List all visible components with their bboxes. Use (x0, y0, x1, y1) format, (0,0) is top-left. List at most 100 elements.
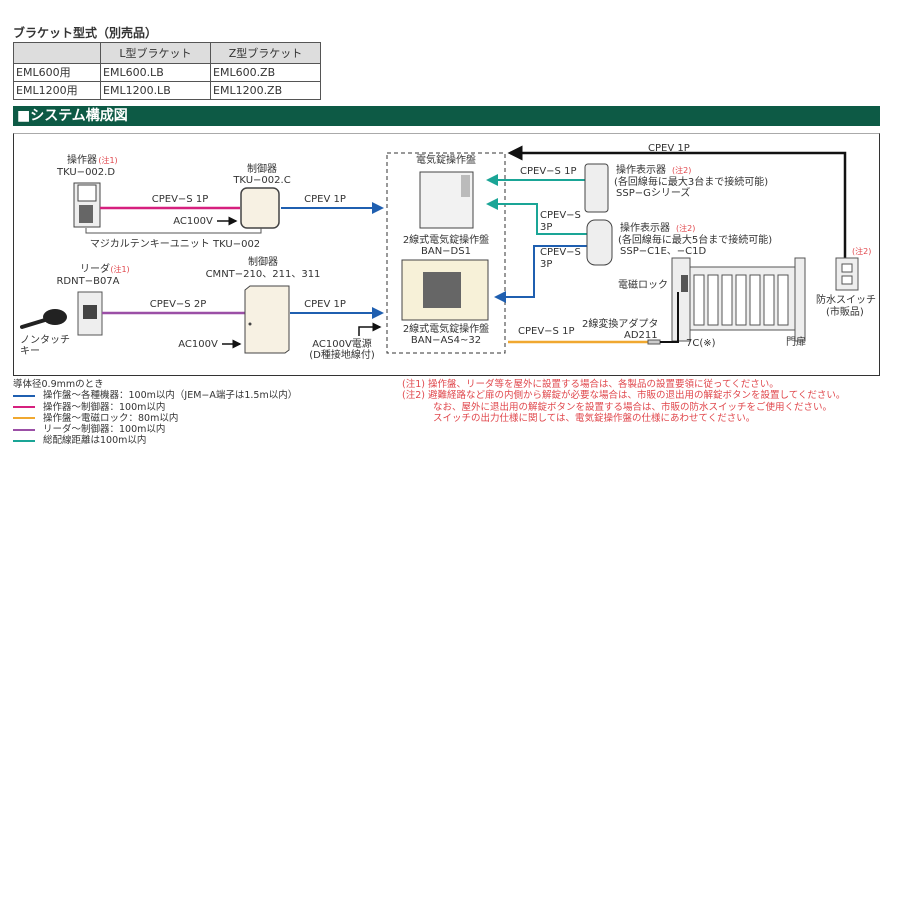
cable-black (507, 145, 847, 258)
gate-icon (671, 257, 806, 342)
key-label-2: キー (20, 346, 40, 357)
legend-title: 導体径0.9mmのとき (13, 379, 104, 390)
table-header: Z型ブラケット (210, 42, 321, 64)
ssp-c-icon (586, 219, 613, 266)
panel2-label-2: BAN−AS4~32 (411, 335, 481, 346)
ssp-g-icon (584, 163, 609, 213)
table-cell: EML600.ZB (210, 63, 321, 82)
table-cell: EML1200.LB (100, 81, 211, 100)
legend-swatch-purple (13, 428, 35, 431)
ssp-g-name: 操作表示器 (616, 163, 666, 176)
legend-item: 操作器〜制御器：100m以内 (13, 402, 297, 413)
non-touch-key-icon (20, 309, 67, 329)
cable-purple-label: CPEV−S 2P (150, 299, 206, 310)
ssp-g-note: (注2) (672, 165, 691, 175)
panel-ban-as-icon (401, 259, 489, 321)
ssp-c-note: (注2) (676, 223, 695, 233)
legend-text: 操作盤〜電磁ロック：80m以内 (43, 412, 179, 424)
ssp-g-desc: (各回線毎に最大3台まで接続可能) (614, 175, 768, 188)
panel1-label-2: BAN−DS1 (421, 246, 471, 257)
gate-label: 門扉 (786, 335, 806, 348)
tku-c-model: TKU−002.C (232, 175, 290, 186)
legend-text: 総配線距離は100m以内 (43, 435, 147, 447)
cable-black-label: CPEV 1P (648, 143, 690, 154)
tku-d-model: TKU−002.D (56, 167, 115, 178)
legend-text: 操作盤〜各種機器：100m以内（JEM−A端子は1.5m以内） (43, 390, 298, 402)
tku-d-name: 操作器 (67, 153, 97, 166)
legend-item: 操作盤〜電磁ロック：80m以内 (13, 413, 297, 424)
maglock-label: 電磁ロック (618, 278, 668, 291)
controller-tku-c-icon (240, 187, 280, 229)
teal3p-label-1: CPEV−S (540, 210, 581, 221)
unit-label: マジカルテンキーユニット TKU−002 (90, 238, 260, 250)
key-label-1: ノンタッチ (20, 334, 70, 346)
panel2-label-1: 2線式電気錠操作盤 (403, 322, 489, 335)
keypad-icon (73, 182, 101, 228)
cable-blue-1-label: CPEV 1P (304, 194, 346, 205)
panel-group-box (386, 152, 506, 354)
switch-name: 防水スイッチ (816, 293, 876, 306)
reader-note: (注1) (110, 264, 129, 274)
legend-item: 総配線距離は100m以内 (13, 435, 297, 446)
magnetic-lock-icon (681, 275, 688, 292)
legend-swatch-blue (13, 394, 35, 397)
switch-sub: (市販品) (826, 305, 864, 318)
bracket-table: L型ブラケット Z型ブラケット EML600用 EML600.LB EML600… (13, 42, 321, 100)
cmnt-name: 制御器 (248, 255, 278, 268)
reader-model: RDNT−B07A (56, 276, 119, 287)
note-2-line-2: なお、屋外に退出用の解錠ボタンを設置する場合は、市販の防水スイッチをご使用くださ… (433, 401, 833, 413)
bracket-title: ブラケット型式（別売品） (13, 26, 158, 40)
cable-teal-2 (486, 198, 587, 235)
unit-bracket (85, 228, 262, 234)
tku-d-note: (注1) (98, 155, 117, 165)
legend-item: リーダ〜制御器：100m以内 (13, 424, 297, 435)
legend-text: 操作器〜制御器：100m以内 (43, 401, 166, 413)
panel-group-label: 電気錠操作盤 (416, 153, 476, 166)
ssp-g-model: SSP−Gシリーズ (616, 186, 690, 199)
controller-cmnt-icon (244, 285, 290, 354)
legend: 導体径0.9mmのとき 操作盤〜各種機器：100m以内（JEM−A端子は1.5m… (13, 379, 297, 447)
switch-note: (注2) (852, 246, 871, 256)
table-row: EML1200用 EML1200.LB EML1200.ZB (13, 81, 321, 100)
ssp-c-name: 操作表示器 (620, 221, 670, 234)
table-header: L型ブラケット (100, 42, 211, 64)
reader-name: リーダ (80, 262, 110, 275)
adapter-label-2: AD211 (624, 330, 658, 341)
cable-orange-label: CPEV−S 1P (518, 326, 574, 337)
tku-c-name: 制御器 (247, 162, 277, 175)
diagram-frame (13, 133, 880, 376)
cable-blue-3 (494, 245, 587, 303)
table-header-row: L型ブラケット Z型ブラケット (13, 42, 321, 64)
wire-7c (660, 292, 679, 343)
ssp-c-model: SSP−C1E、−C1D (620, 246, 706, 257)
power-label-1: AC100V電源 (312, 337, 372, 350)
section-title: ■システム構成図 (13, 106, 880, 126)
panel1-label-1: 2線式電気錠操作盤 (403, 233, 489, 246)
legend-swatch-pink (13, 406, 35, 409)
cable-pink-label: CPEV−S 1P (152, 194, 208, 205)
notes: (注1) 操作盤、リーダ等を屋外に設置する場合は、各製品の設置要領に従ってくださ… (402, 379, 845, 424)
table-cell: EML1200.ZB (210, 81, 321, 100)
panel-ban-ds1-icon (419, 171, 474, 229)
blue3p-label-1: CPEV−S (540, 247, 581, 258)
table-cell: EML1200用 (13, 81, 101, 100)
table-header (13, 42, 101, 64)
ssp-c-desc: (各回線毎に最大5台まで接続可能) (618, 233, 772, 246)
legend-item: 操作盤〜各種機器：100m以内（JEM−A端子は1.5m以内） (13, 390, 297, 401)
adapter-label-1: 2線変換アダプタ (582, 317, 658, 330)
blue3p-label-2: 3P (540, 259, 552, 270)
legend-swatch-teal (13, 439, 35, 442)
legend-text: リーダ〜制御器：100m以内 (43, 424, 166, 436)
cmnt-model: CMNT−210、211、311 (206, 269, 321, 280)
legend-swatch-orange (13, 417, 35, 420)
waterproof-switch-icon (835, 257, 859, 291)
note-1: (注1) 操作盤、リーダ等を屋外に設置する場合は、各製品の設置要領に従ってくださ… (402, 379, 779, 390)
note-2: (注2) 避難経路など扉の内側から解錠が必要な場合は、市販の退出用の解錠ボタンを… (402, 390, 846, 402)
note-2-line-3: スイッチの出力仕様に関しては、電気錠操作盤の仕様にあわせてください。 (433, 412, 756, 424)
power-arrow (358, 322, 382, 336)
reader-icon (77, 291, 103, 336)
table-cell: EML600用 (13, 63, 101, 82)
ac-label-2: AC100V (178, 339, 218, 350)
teal3p-label-2: 3P (540, 222, 552, 233)
